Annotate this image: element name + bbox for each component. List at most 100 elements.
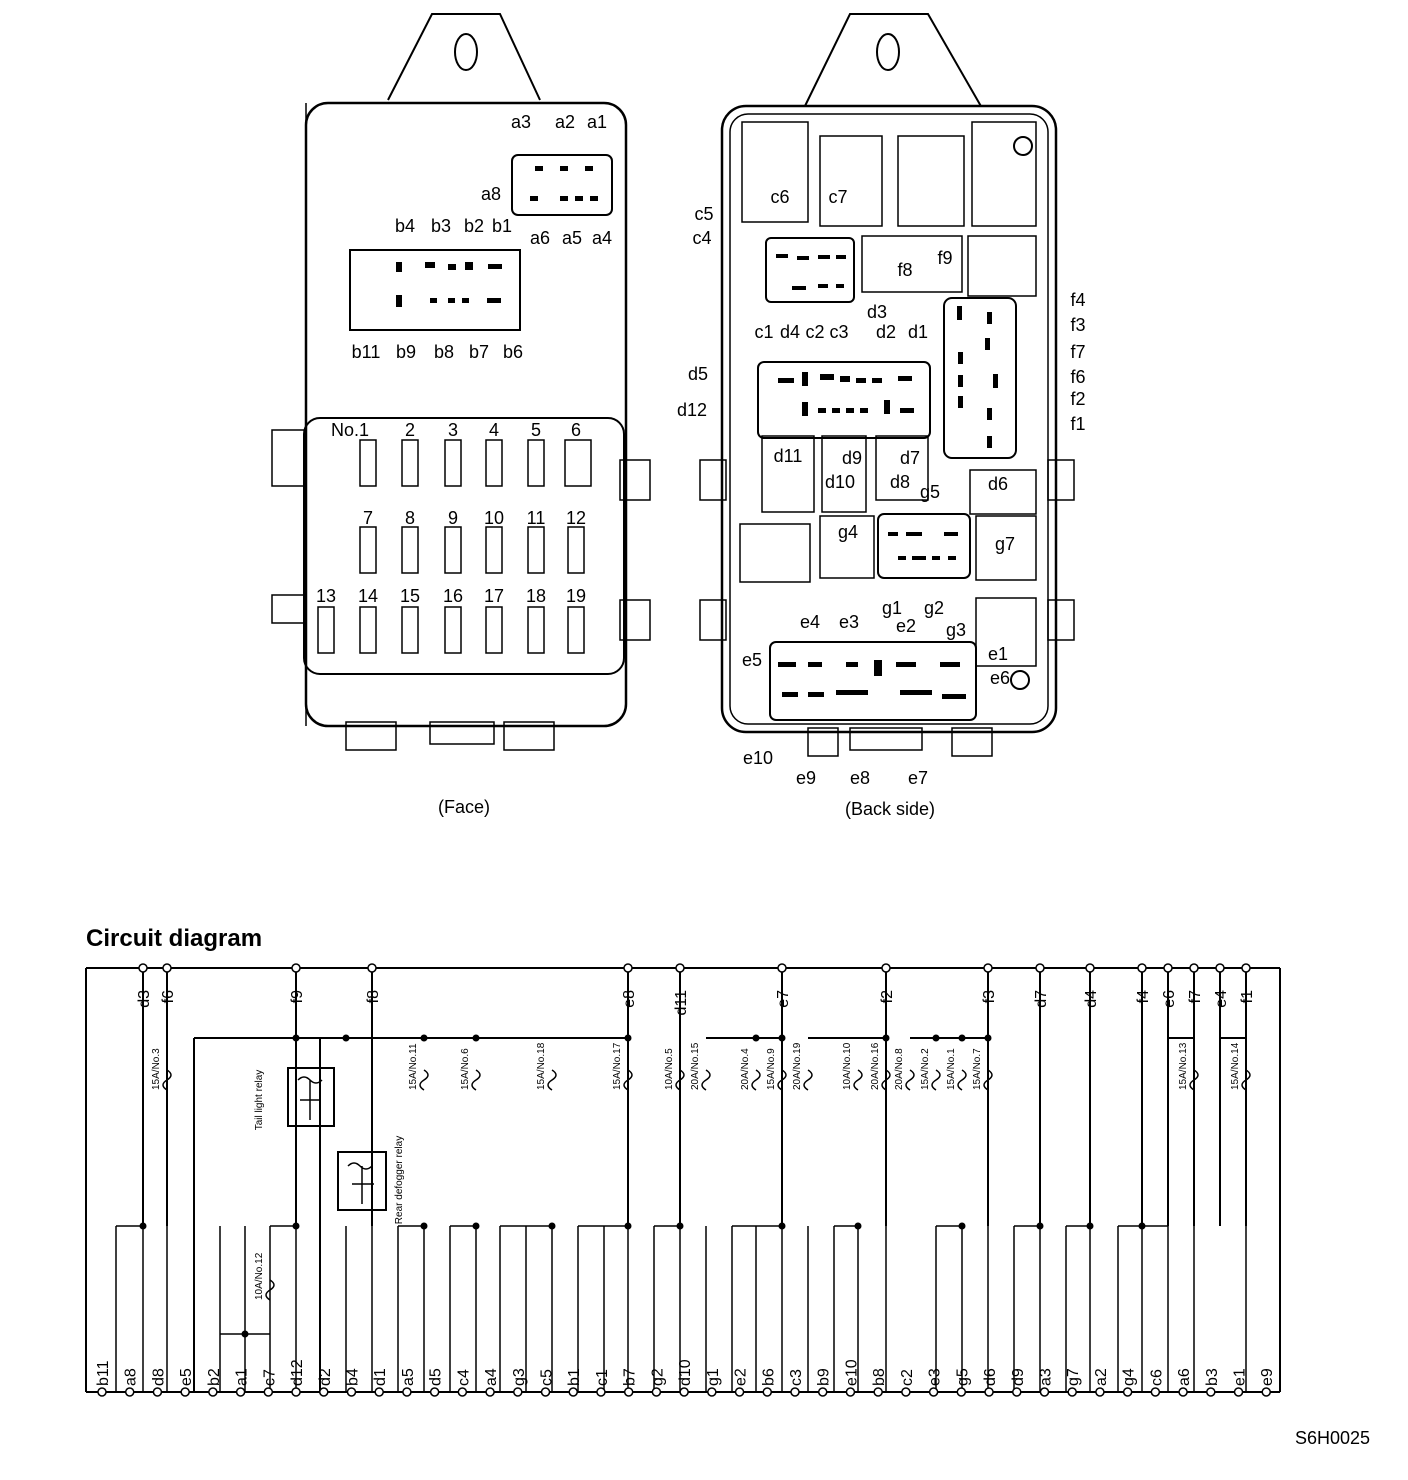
terminal-label-b9: b9 bbox=[816, 1368, 833, 1386]
pin-label-e3: e3 bbox=[839, 612, 859, 632]
terminal-bottom bbox=[540, 1387, 551, 1397]
terminal-label-d4: d4 bbox=[1083, 990, 1100, 1008]
terminal-label-d2: d2 bbox=[317, 1368, 334, 1386]
fuse-icon bbox=[853, 1069, 863, 1091]
terminal-bottom bbox=[97, 1387, 107, 1397]
pin-label-g1: g1 bbox=[882, 598, 902, 618]
mounting-hole-icon bbox=[876, 33, 900, 71]
terminal-bottom bbox=[1261, 1387, 1271, 1397]
terminal-label-e4: e4 bbox=[1213, 990, 1230, 1008]
fuse-number-label: 18 bbox=[526, 586, 546, 606]
pin-label-c3: c3 bbox=[829, 322, 848, 342]
pin-label-f7: f7 bbox=[1070, 342, 1085, 362]
terminal-top bbox=[1241, 963, 1251, 973]
fuse-label: 15A/No.17 bbox=[612, 1042, 623, 1090]
terminal-label-d11: d11 bbox=[673, 990, 690, 1016]
fuse-icon bbox=[957, 1069, 967, 1091]
connector-e bbox=[769, 641, 977, 721]
terminal-top bbox=[1215, 963, 1225, 973]
fuse-icon bbox=[547, 1069, 557, 1091]
terminal-top bbox=[1189, 963, 1199, 973]
fuse-icon bbox=[623, 1069, 633, 1091]
terminal-label-a2: a2 bbox=[1093, 1368, 1110, 1386]
fuse-icon bbox=[1241, 1069, 1251, 1091]
rear-defogger-relay-icon bbox=[337, 1151, 387, 1211]
fuse-icon bbox=[701, 1069, 711, 1091]
terminal-label-g4: g4 bbox=[1121, 1368, 1138, 1386]
terminal-bottom bbox=[1233, 1387, 1244, 1397]
terminal-bottom bbox=[984, 1387, 994, 1397]
terminal-bottom bbox=[1206, 1387, 1216, 1397]
terminal-bottom bbox=[928, 1387, 939, 1397]
pin-label-e10: e10 bbox=[743, 748, 773, 768]
terminal-top bbox=[162, 963, 172, 973]
pin-label-f3: f3 bbox=[1070, 315, 1085, 335]
terminal-bottom bbox=[568, 1387, 578, 1397]
pin-label-f2: f2 bbox=[1070, 389, 1085, 409]
figure-code: S6H0025 bbox=[1295, 1428, 1370, 1448]
terminal-label-b3: b3 bbox=[1204, 1368, 1221, 1386]
terminal-label-b1: b1 bbox=[566, 1368, 583, 1386]
terminal-label-b11: b11 bbox=[95, 1360, 112, 1386]
fuse-icon bbox=[265, 1279, 275, 1301]
terminal-label-d9: d9 bbox=[1010, 1368, 1027, 1386]
terminal-bottom bbox=[319, 1387, 329, 1397]
terminal-top bbox=[881, 963, 891, 973]
connector-d bbox=[757, 361, 931, 439]
pin-label-a4: a4 bbox=[592, 228, 612, 248]
terminal-label-f6: f6 bbox=[160, 990, 177, 1003]
terminal-label-a1: a1 bbox=[234, 1368, 251, 1386]
terminal-top bbox=[291, 963, 301, 973]
fuse-label: 15A/No.3 bbox=[151, 1048, 162, 1090]
terminal-bottom bbox=[762, 1387, 773, 1397]
terminal-label-c1: c1 bbox=[594, 1369, 611, 1386]
fuse-number-label: 8 bbox=[405, 508, 415, 528]
pin-label-c5: c5 bbox=[694, 204, 713, 224]
terminal-bottom bbox=[457, 1387, 468, 1397]
pin-label-b8: b8 bbox=[434, 342, 454, 362]
fuse-label: 20A/No.4 bbox=[740, 1048, 751, 1090]
fuse-number-label: 19 bbox=[566, 586, 586, 606]
pin-label-f4: f4 bbox=[1070, 290, 1085, 310]
fuse-label: 15A/No.11 bbox=[408, 1043, 419, 1090]
terminal-bottom bbox=[817, 1387, 828, 1397]
terminal-label-c5: c5 bbox=[539, 1369, 556, 1386]
terminal-top bbox=[1035, 963, 1045, 973]
fuse-icon bbox=[471, 1069, 481, 1091]
fuse-label: 15A/No.9 bbox=[766, 1048, 777, 1090]
terminal-bottom bbox=[1039, 1387, 1050, 1397]
pin-label-d2: d2 bbox=[876, 322, 896, 342]
terminal-label-f4: f4 bbox=[1135, 990, 1152, 1003]
pin-label-b9: b9 bbox=[396, 342, 416, 362]
terminal-bottom bbox=[707, 1387, 717, 1397]
fuse-label: 20A/No.15 bbox=[690, 1042, 701, 1090]
pin-label-e4: e4 bbox=[800, 612, 820, 632]
pin-label-c2: c2 bbox=[805, 322, 824, 342]
fuse-icon bbox=[905, 1069, 915, 1091]
pin-label-a6: a6 bbox=[530, 228, 550, 248]
pin-label-d10: d10 bbox=[825, 472, 855, 492]
fuse-number-label: 2 bbox=[405, 420, 415, 440]
terminal-bottom bbox=[374, 1387, 384, 1397]
fuse-label: 20A/No.8 bbox=[894, 1048, 905, 1090]
terminal-bottom bbox=[485, 1387, 495, 1397]
pin-label-d7: d7 bbox=[900, 448, 920, 468]
terminal-label-e2: e2 bbox=[733, 1368, 750, 1386]
fuse-icon bbox=[803, 1069, 813, 1091]
fuse-icon bbox=[162, 1069, 172, 1091]
pin-label-e5: e5 bbox=[742, 650, 762, 670]
pin-label-a3: a3 bbox=[511, 112, 531, 132]
back-housing bbox=[720, 104, 1058, 734]
fuse-number-label: 5 bbox=[531, 420, 541, 440]
pin-label-e1: e1 bbox=[988, 644, 1008, 664]
pin-label-d3: d3 bbox=[867, 302, 887, 322]
connector-f bbox=[943, 297, 1017, 459]
terminal-label-d5: d5 bbox=[428, 1368, 445, 1386]
terminal-bottom bbox=[429, 1387, 440, 1397]
pin-label-a5: a5 bbox=[562, 228, 582, 248]
pin-label-c7: c7 bbox=[828, 187, 847, 207]
pin-label-e8: e8 bbox=[850, 768, 870, 788]
terminal-label-g5: g5 bbox=[954, 1368, 971, 1386]
